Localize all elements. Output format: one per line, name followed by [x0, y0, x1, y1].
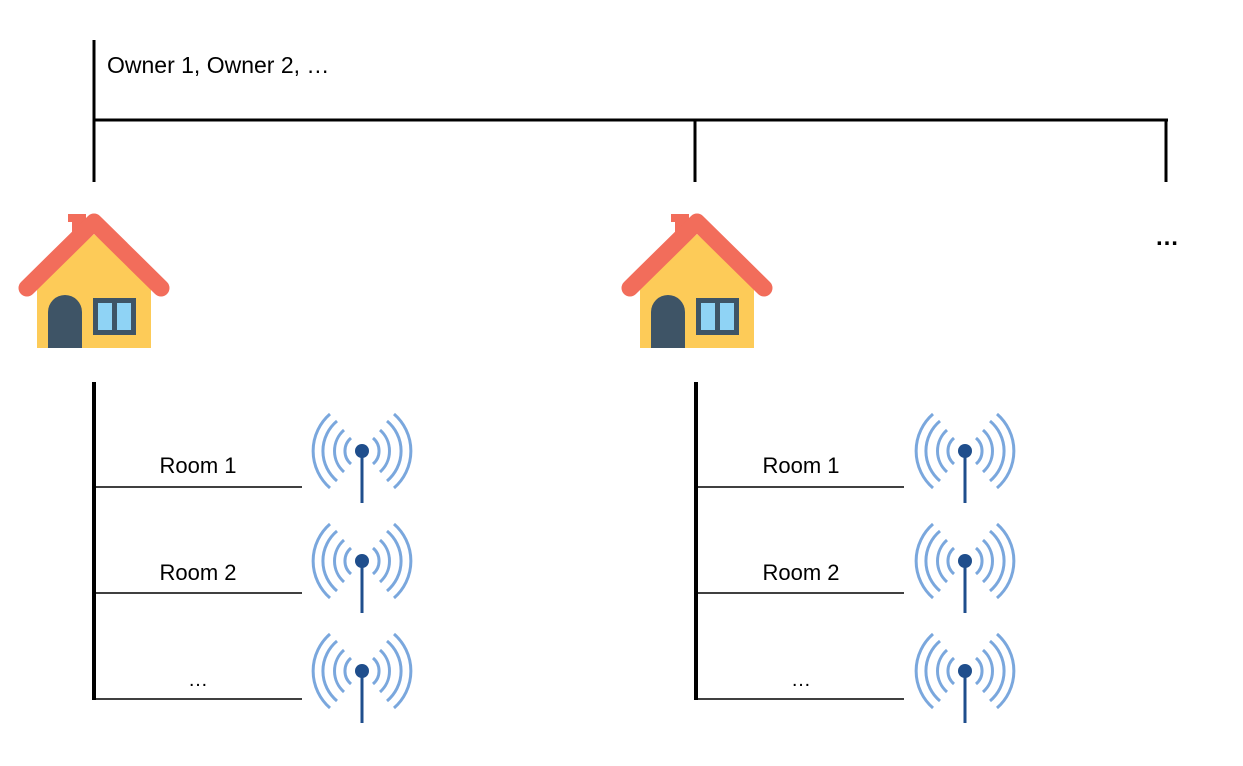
- owners-label: Owner 1, Owner 2, …: [107, 52, 329, 78]
- house-2-room-1: Room 1: [696, 412, 1016, 505]
- room-label: …: [188, 669, 208, 691]
- house-icon: [27, 214, 161, 348]
- wifi-antenna-icon: [914, 522, 1016, 615]
- wifi-antenna-icon: [311, 522, 413, 615]
- house-1: Room 1 Room 2 …: [27, 214, 413, 725]
- owner-tree: Owner 1, Owner 2, … …: [92, 40, 1179, 251]
- house-icon: [630, 214, 764, 348]
- room-label: …: [791, 669, 811, 691]
- house-2-room-more: …: [696, 632, 1016, 725]
- house-2: Room 1 Room 2 …: [630, 214, 1016, 725]
- room-label: Room 2: [159, 560, 236, 585]
- wifi-antenna-icon: [311, 632, 413, 725]
- more-houses-ellipsis: …: [1155, 224, 1179, 251]
- room-label: Room 2: [762, 560, 839, 585]
- house-1-room-more: …: [94, 632, 413, 725]
- wifi-antenna-icon: [311, 412, 413, 505]
- house-2-room-2: Room 2: [696, 522, 1016, 615]
- wifi-antenna-icon: [914, 632, 1016, 725]
- room-label: Room 1: [159, 453, 236, 478]
- house-1-room-1: Room 1: [94, 412, 413, 505]
- house-1-room-2: Room 2: [94, 522, 413, 615]
- wifi-antenna-icon: [914, 412, 1016, 505]
- room-label: Room 1: [762, 453, 839, 478]
